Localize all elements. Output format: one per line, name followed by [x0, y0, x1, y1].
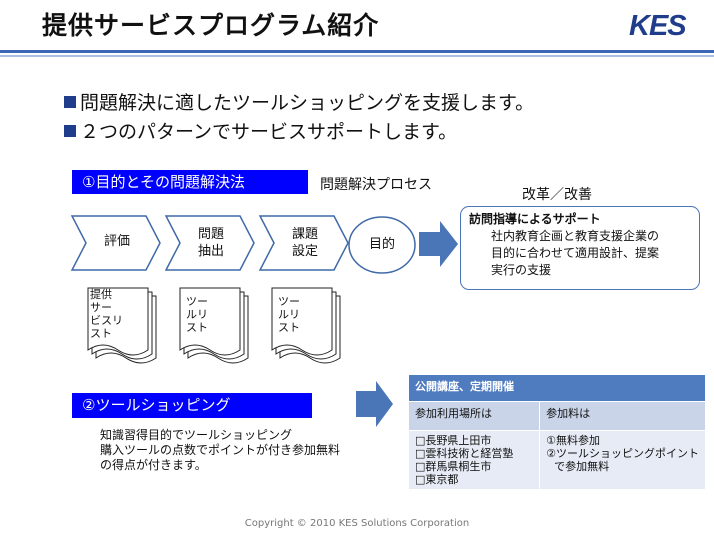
right-arrow-icon [419, 221, 458, 267]
visit-support-box: 訪問指導によるサポート 社内教育企画と教育支援企業の 目的に合わせて適用設計、提… [460, 206, 700, 290]
visit-heading: 訪問指導によるサポート [469, 212, 601, 226]
kes-logo: KES [629, 10, 687, 42]
header-divider [0, 50, 714, 53]
copyright: Copyright © 2010 KES Solutions Corporati… [244, 518, 470, 529]
doc-label: ツールリスト [278, 295, 300, 334]
page-title: 提供サービスプログラム紹介 [42, 11, 380, 40]
table-title: 公開講座、定期開催 [408, 374, 706, 402]
table-row: □長野県上田市 □雲科技術と経営塾 □群馬県桐生市 □東京都 ①無料参加 ②ツー… [407, 430, 706, 490]
step-label: 課題設定 [291, 227, 318, 259]
right-arrow-icon [356, 381, 393, 427]
bullet-item: 問題解決に適したツールショッピングを支援します。 [64, 88, 534, 115]
section2-description: 知識習得目的でツールショッピング 購入ツールの点数でポイントが付き参加無料 の得… [100, 428, 341, 472]
goal-label: 目的 [368, 237, 395, 252]
document-stack-icon [87, 287, 157, 364]
table-header-fee: 参加料は [539, 401, 706, 431]
bullet-text: 問題解決に適したツールショッピングを支援します。 [80, 92, 535, 114]
improvement-label: 改革／改善 [522, 187, 592, 203]
step-chevron [70, 215, 161, 271]
process-label: 問題解決プロセス [320, 177, 432, 193]
table-row: 公開講座、定期開催 [408, 374, 706, 402]
table-cell-locations: □長野県上田市 □雲科技術と経営塾 □群馬県桐生市 □東京都 [407, 430, 541, 490]
section2-heading: ②ツールショッピング [72, 393, 312, 418]
doc-label: 提供サービスリスト [90, 288, 123, 340]
section1-heading: ①目的とその問題解決法 [72, 170, 308, 194]
header-divider-light [0, 55, 714, 57]
step-label: 問題抽出 [197, 227, 224, 259]
bullet-square-icon [64, 96, 76, 108]
course-info-table: 公開講座、定期開催 参加利用場所は 参加料は □長野県上田市 □雲科技術と経営塾… [407, 374, 706, 490]
table-header-location: 参加利用場所は [407, 401, 541, 431]
doc-label: ツールリスト [186, 295, 208, 334]
table-row: 参加利用場所は 参加料は [407, 401, 706, 431]
table-cell-fees: ①無料参加 ②ツールショッピングポイント で参加無料 [539, 430, 706, 490]
document-stack-icon [271, 287, 341, 364]
visit-description: 社内教育企画と教育支援企業の 目的に合わせて適用設計、提案 実行の支援 [491, 229, 660, 277]
step-chevron [164, 215, 255, 271]
goal-circle [348, 216, 416, 274]
document-stack-icon [179, 287, 249, 364]
step-label: 評価 [103, 234, 130, 249]
bullet-square-icon [64, 125, 76, 137]
step-chevron [258, 215, 349, 271]
bullet-item: ２つのパターンでサービスサポートします。 [64, 117, 457, 144]
bullet-text: ２つのパターンでサービスサポートします。 [80, 121, 458, 143]
